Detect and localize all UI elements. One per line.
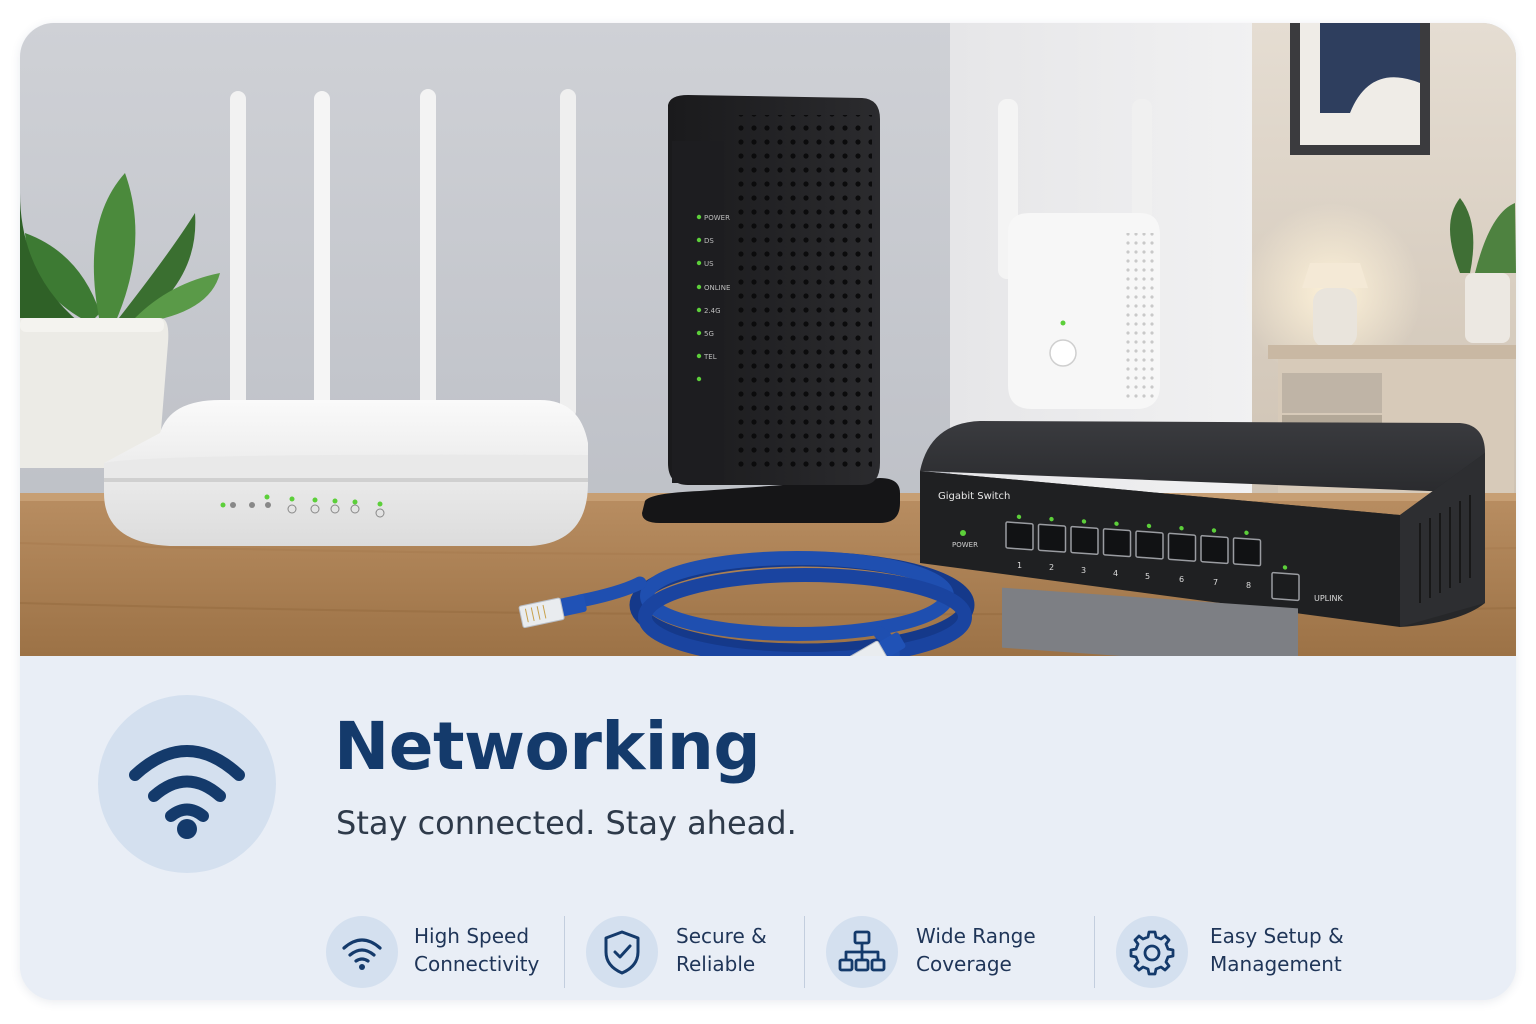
switch-port xyxy=(1135,530,1164,560)
port-status-led xyxy=(1114,521,1119,526)
divider xyxy=(564,916,565,988)
networking-banner-card: POWER DS US ONLINE 2.4G 5G TEL xyxy=(20,23,1516,1000)
feature-label: Wide Range Coverage xyxy=(916,924,1036,976)
port-status-led xyxy=(1211,528,1217,533)
wifi-range-extender xyxy=(998,99,1160,409)
gear-icon xyxy=(1116,916,1188,988)
modem-led-label-ds: DS xyxy=(704,237,714,245)
modem-led-label-5g: 5G xyxy=(704,330,714,338)
switch-port xyxy=(1102,528,1132,558)
switch-port-label: 6 xyxy=(1179,575,1184,584)
ethernet-cable xyxy=(518,551,975,656)
switch-port-label: 7 xyxy=(1213,578,1218,587)
switch-port-label: 5 xyxy=(1145,572,1150,581)
tagline: Stay connected. Stay ahead. xyxy=(336,804,797,842)
switch-uplink-label: UPLINK xyxy=(1314,594,1343,603)
switch-port xyxy=(1200,534,1229,565)
page-title: Networking xyxy=(334,708,761,785)
modem-led-label-tel: TEL xyxy=(703,353,717,361)
switch-port-label: 2 xyxy=(1049,563,1054,572)
port-status-led xyxy=(1081,519,1087,524)
port-status-led xyxy=(1016,514,1022,520)
switch-port xyxy=(1070,525,1099,556)
modem-led-label-power: POWER xyxy=(704,214,730,222)
port-status-led xyxy=(1282,565,1288,570)
modem-led-label-online: ONLINE xyxy=(704,284,730,292)
port-status-led xyxy=(1179,526,1184,531)
feature-label: High Speed Connectivity xyxy=(414,924,540,976)
feature-label: Secure & Reliable xyxy=(676,924,767,976)
port-status-led xyxy=(1146,523,1152,529)
network-topology-icon xyxy=(826,916,898,988)
shield-check-icon xyxy=(586,916,658,988)
wifi-icon xyxy=(98,695,276,873)
switch-port-label: 1 xyxy=(1017,561,1022,570)
switch-port-label: 8 xyxy=(1246,581,1251,590)
modem-led-label-us: US xyxy=(704,260,714,268)
banner-panel: Networking Stay connected. Stay ahead. H xyxy=(20,656,1516,1000)
divider xyxy=(1094,916,1095,988)
divider xyxy=(804,916,805,988)
feature-label: Easy Setup & Management xyxy=(1210,924,1344,976)
port-status-led xyxy=(1244,530,1249,535)
modem-led-label-2g4: 2.4G xyxy=(704,307,721,315)
switch-port xyxy=(1232,537,1262,567)
switch-port xyxy=(1005,521,1034,551)
wifi-icon xyxy=(326,916,398,988)
switch-port xyxy=(1167,532,1197,562)
port-status-led xyxy=(1049,516,1054,522)
wireless-router xyxy=(104,89,588,546)
feature-list: High Speed Connectivity Secure & Reliabl… xyxy=(326,914,1506,990)
cable-modem: POWER DS US ONLINE 2.4G 5G TEL xyxy=(642,95,900,523)
hero-photo: POWER DS US ONLINE 2.4G 5G TEL xyxy=(20,23,1516,656)
switch-port-label: 3 xyxy=(1081,566,1086,575)
switch-port-label: 4 xyxy=(1113,569,1118,578)
gigabit-switch: Gigabit Switch POWER 1 2 3 4 5 6 7 8 UPL… xyxy=(920,421,1485,656)
switch-port xyxy=(1037,523,1067,553)
switch-model-label: Gigabit Switch xyxy=(938,491,1010,502)
potted-plant xyxy=(20,173,220,468)
switch-power-label: POWER xyxy=(952,541,978,549)
switch-uplink-port xyxy=(1271,571,1300,602)
